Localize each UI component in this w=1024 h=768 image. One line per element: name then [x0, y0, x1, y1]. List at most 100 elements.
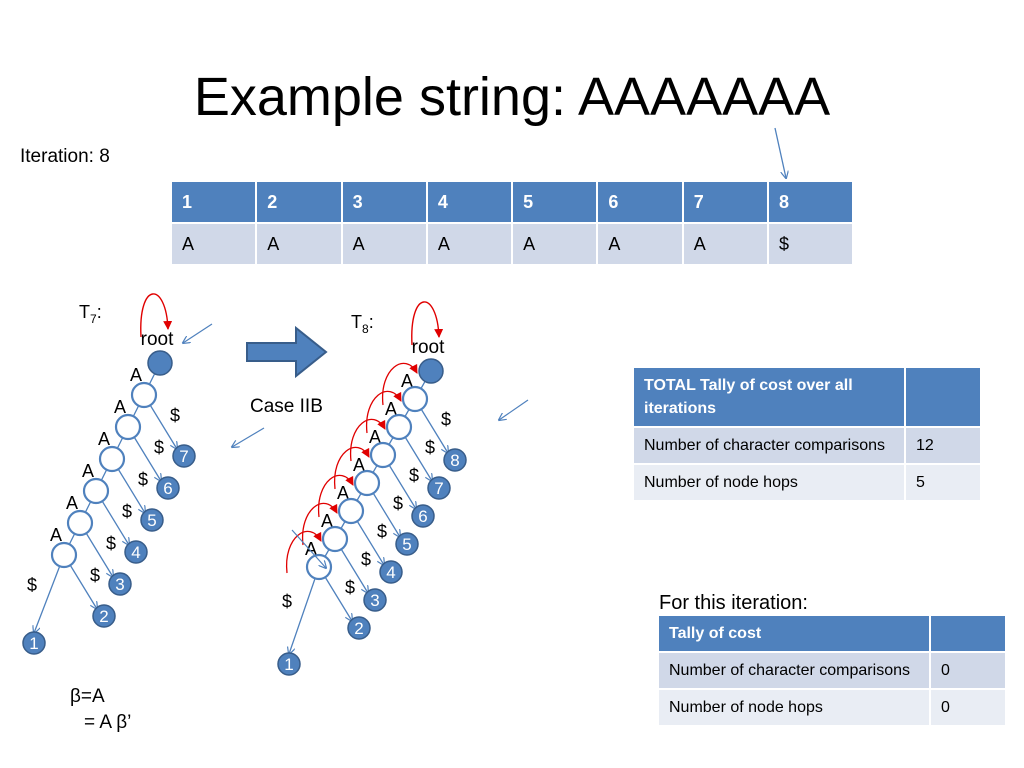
leaf-label: 7: [434, 479, 443, 498]
leaf-node: [124, 540, 148, 564]
row-value: 12: [904, 426, 982, 465]
position-cell: 4: [425, 180, 514, 224]
internal-node: [401, 385, 429, 413]
string-table: 1 2 3 4 5 6 7 8 A A A A A A A $: [169, 180, 855, 266]
suffix-link: [366, 390, 402, 434]
iteration-tally-header: Tally of cost: [657, 614, 931, 653]
beta-line-1: β=A: [70, 686, 105, 707]
leaf-label: 5: [402, 535, 411, 554]
leaf-node: [363, 588, 387, 612]
iteration-tally-header-row: Tally of cost: [657, 614, 1007, 653]
leaf-node: [140, 508, 164, 532]
internal-node: [353, 469, 381, 497]
string-table-char-row: A A A A A A A $: [169, 222, 855, 266]
leaf-node: [427, 476, 451, 500]
leaf-node: [277, 652, 301, 676]
internal-node: [321, 525, 349, 553]
leaf-node: [395, 532, 419, 556]
suffix-link: [350, 418, 386, 462]
internal-node: [50, 541, 78, 569]
edge-label-terminal: $: [138, 470, 148, 490]
edge-label-terminal: $: [27, 575, 37, 595]
total-tally-header: TOTAL Tally of cost over all iterations: [632, 366, 906, 428]
edge-label-a: A: [66, 493, 78, 513]
iteration-tally-caption: For this iteration:: [659, 592, 808, 614]
edge-label-terminal: $: [409, 466, 419, 486]
edge-label-a: A: [82, 461, 94, 481]
root-node: [147, 350, 173, 376]
edge-label-terminal: $: [106, 534, 116, 554]
total-tally-table: TOTAL Tally of cost over all iterations …: [632, 366, 982, 502]
row-label: Number of node hops: [657, 688, 931, 727]
leaf-label: 1: [29, 634, 38, 653]
pointer-arrow-leaf-8: [499, 399, 529, 420]
position-cell: 7: [681, 180, 769, 224]
root-label: root: [412, 337, 445, 358]
tree-left-label: T7:: [79, 302, 102, 326]
char-cell: A: [681, 222, 769, 266]
root-label: root: [141, 329, 174, 350]
edge-label-terminal: $: [441, 410, 451, 430]
edge-label-a: A: [114, 397, 126, 417]
leaf-label: 8: [450, 451, 459, 470]
iteration-tally-header-value: [929, 614, 1007, 653]
internal-node: [98, 445, 126, 473]
leaf-node: [108, 572, 132, 596]
row-value: 0: [929, 651, 1007, 690]
row-label: Number of node hops: [632, 463, 906, 502]
edge-label-terminal: $: [361, 550, 371, 570]
leaf-label: 5: [147, 511, 156, 530]
char-cell: A: [255, 222, 343, 266]
position-cell: 5: [511, 180, 599, 224]
edge-label-a: A: [130, 365, 142, 385]
leaf-label: 3: [370, 591, 379, 610]
char-cell: A: [596, 222, 684, 266]
suffix-link: [334, 446, 370, 490]
leaf-label: 7: [179, 447, 188, 466]
edge-label-a: A: [369, 427, 381, 447]
edge-label-a: A: [98, 429, 110, 449]
suffix-link: [302, 502, 338, 546]
root-node: [418, 358, 444, 384]
pointer-arrow-leaf-7: [232, 427, 265, 447]
suffix-link: [318, 474, 354, 518]
total-tally-header-row: TOTAL Tally of cost over all iterations: [632, 366, 982, 428]
position-cell: 2: [255, 180, 343, 224]
internal-node: [305, 553, 333, 581]
case-label: Case IIB: [250, 396, 323, 417]
suffix-link-loop: [411, 301, 444, 346]
position-cell: 6: [596, 180, 684, 224]
leaf-node: [379, 560, 403, 584]
internal-node: [66, 509, 94, 537]
leaf-node: [411, 504, 435, 528]
iteration-tally-table: Tally of cost Number of character compar…: [657, 614, 1007, 727]
leaf-node: [156, 476, 180, 500]
table-row: Number of node hops 0: [657, 688, 1007, 727]
suffix-link-loop: [140, 293, 173, 338]
tree-edge: [289, 566, 320, 654]
leaf-label: 2: [99, 607, 108, 626]
beta-line-2: = A β’: [84, 712, 132, 733]
internal-node: [369, 441, 397, 469]
iteration-label: Iteration: 8: [20, 146, 110, 167]
table-row: Number of character comparisons 0: [657, 651, 1007, 690]
row-value: 5: [904, 463, 982, 502]
edge-label-terminal: $: [393, 494, 403, 514]
edge-label-terminal: $: [377, 522, 387, 542]
row-label: Number of character comparisons: [657, 651, 931, 690]
char-cell: $: [766, 222, 855, 266]
leaf-label: 4: [386, 563, 395, 582]
internal-node: [337, 497, 365, 525]
position-pointer-arrow: [774, 127, 786, 178]
internal-node: [82, 477, 110, 505]
leaf-node: [22, 631, 46, 655]
leaf-node: [347, 616, 371, 640]
position-cell: 1: [169, 180, 258, 224]
edge-label-terminal: $: [345, 578, 355, 598]
internal-node: [114, 413, 142, 441]
edge-label-a: A: [353, 455, 365, 475]
slide-title: Example string: AAAAAAA: [193, 67, 831, 127]
internal-node: [130, 381, 158, 409]
edge-label-a: A: [385, 399, 397, 419]
